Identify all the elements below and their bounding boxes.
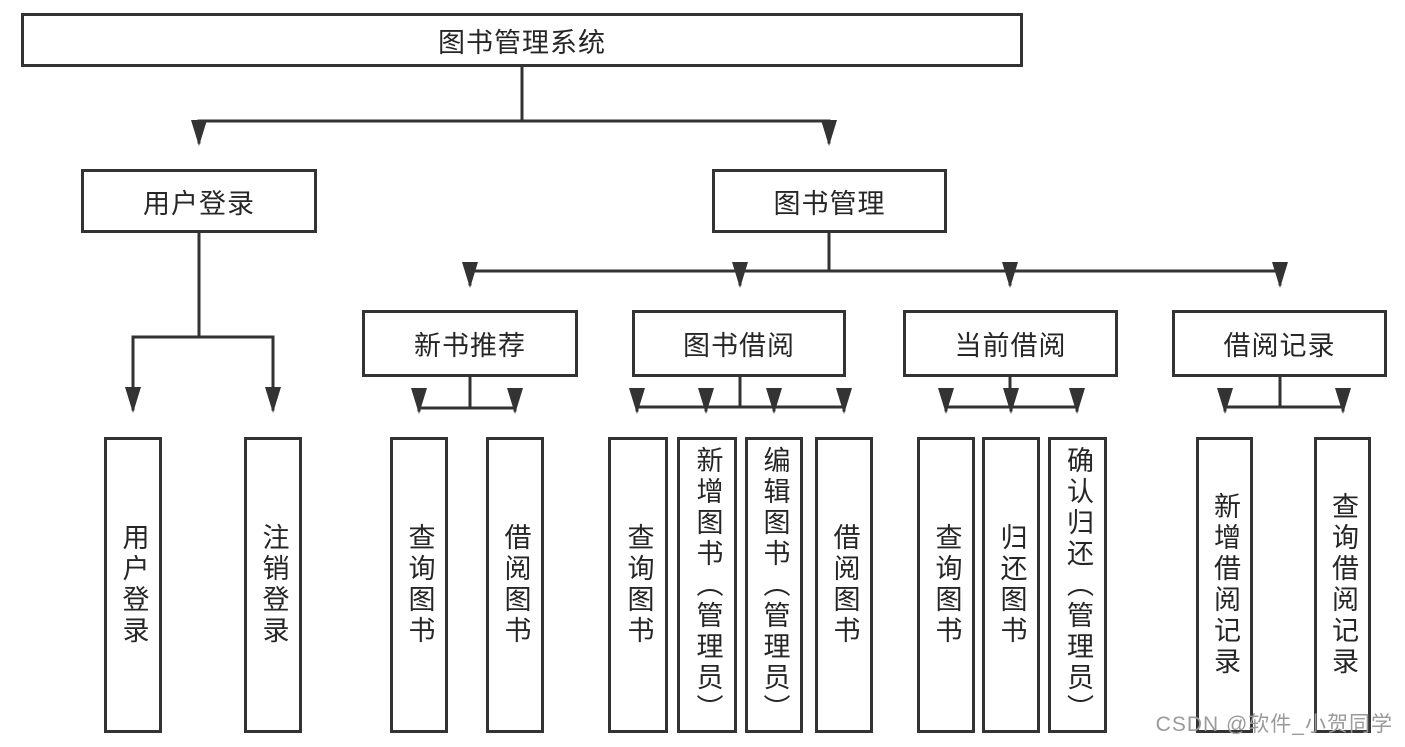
node-label: 查询图书 [623,523,654,647]
connector-user-login-to-leaves [125,231,281,413]
node-label: 图书借阅 [683,331,795,361]
node-label: 注销登录 [258,523,289,647]
node-label: 借阅图书 [829,523,860,647]
leaf-logout: 注销登录 [244,437,302,733]
node-label: 查询借阅记录 [1328,492,1358,678]
leaf-user-login: 用户登录 [104,437,162,733]
node-label: 新书推荐 [414,331,526,361]
connector-new-book-to-leaves [411,375,523,414]
node-label: 图书管理 [773,188,886,219]
node-label: 查询图书 [404,523,435,647]
leaf-query-books-borrow: 查询图书 [608,437,668,733]
node-current-borrow: 当前借阅 [903,310,1118,377]
node-label: 归还图书 [996,523,1027,647]
node-label: 用户登录 [118,523,149,647]
csdn-watermark: CSDN @软件_小贺同学 [1155,713,1393,736]
connector-borrow-records-to-leaves [1217,375,1351,414]
connector-root-to-branches [191,65,837,146]
node-label: 当前借阅 [954,331,1067,361]
node-user-login: 用户登录 [81,169,317,233]
leaf-query-borrow-record: 查询借阅记录 [1314,437,1371,733]
node-book-borrow: 图书借阅 [632,310,846,377]
node-label: 图书管理系统 [438,27,606,58]
leaf-confirm-return-admin: 确认归还（管理员） [1048,437,1107,733]
node-label: 借阅记录 [1223,331,1336,361]
leaf-add-borrow-record: 新增借阅记录 [1196,437,1253,733]
leaf-add-books-admin: 新增图书（管理员） [677,437,737,733]
leaf-borrow-books: 借阅图书 [815,437,873,733]
node-label: 编辑图书（管理员） [759,445,790,725]
connector-current-borrow-to-leaves [938,375,1085,414]
node-label: 借阅图书 [500,523,531,647]
leaf-query-books-current: 查询图书 [917,437,975,733]
node-label: 用户登录 [143,188,255,219]
node-label: 查询图书 [931,523,962,647]
node-library-management-system: 图书管理系统 [21,13,1023,67]
connector-book-borrow-to-leaves [629,375,852,414]
leaf-borrow-books-recommend: 借阅图书 [486,437,544,733]
node-label: 确认归还（管理员） [1063,445,1093,725]
connector-book-mgmt-to-modules [462,230,1288,288]
node-label: 新增借阅记录 [1210,492,1240,678]
leaf-return-books: 归还图书 [982,437,1040,733]
leaf-query-books-recommend: 查询图书 [390,437,448,733]
node-label: 新增图书（管理员） [692,445,723,725]
node-new-book-recommend: 新书推荐 [362,310,578,377]
leaf-edit-books-admin: 编辑图书（管理员） [745,437,803,733]
node-book-management: 图书管理 [712,169,947,233]
node-borrow-records: 借阅记录 [1172,310,1387,377]
